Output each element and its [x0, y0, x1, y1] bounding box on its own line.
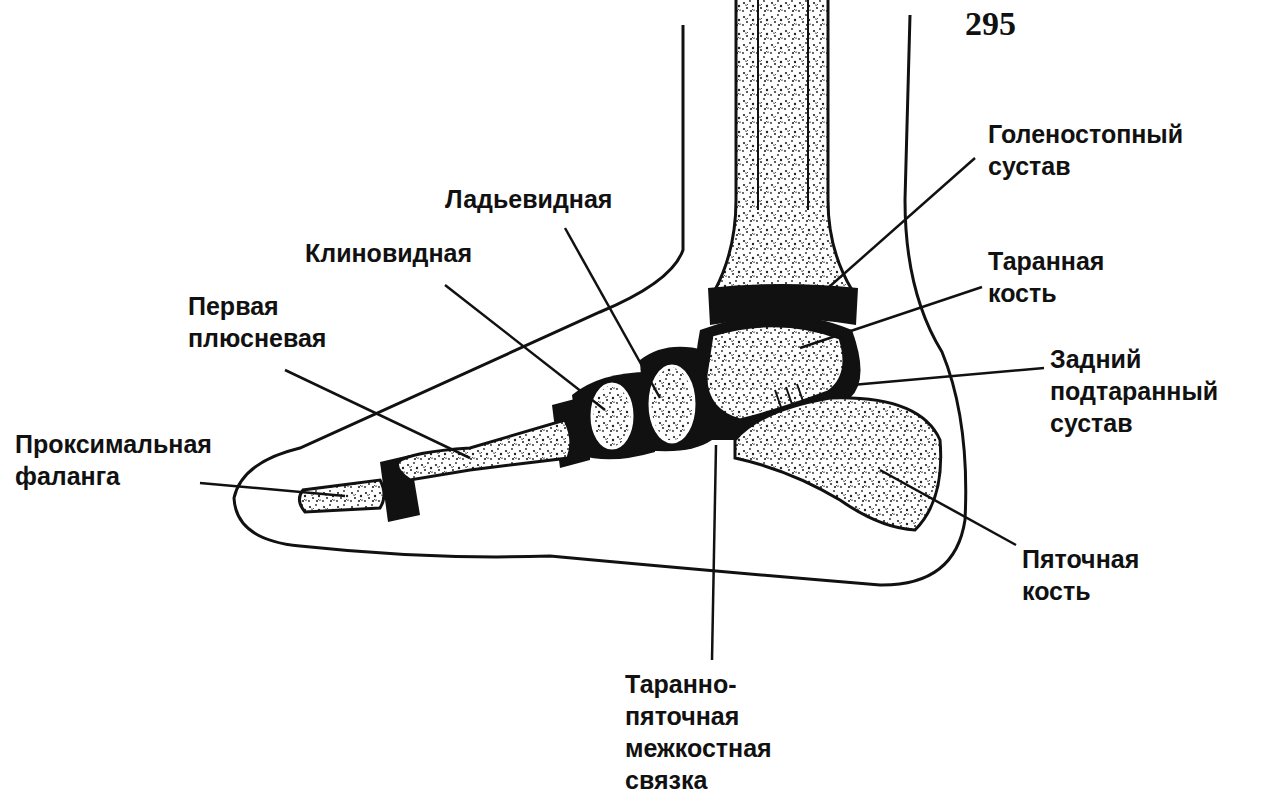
part-label: Первая плюсневая [188, 290, 326, 354]
part-label: Таранная кость [988, 245, 1104, 309]
part-label: Клиновидная [305, 237, 472, 269]
leader-lines [200, 158, 1044, 660]
part-label: Голеностопный сустав [988, 118, 1183, 182]
part-label: Задний подтаранный сустав [1050, 343, 1218, 439]
part-label: Ладьевидная [445, 183, 612, 215]
part-label: Пяточная кость [1022, 543, 1139, 607]
part-label: Таранно- пяточная межкостная связка [625, 668, 772, 796]
page-number: 295 [965, 4, 1016, 44]
part-label: Проксимальная фаланга [15, 428, 212, 492]
